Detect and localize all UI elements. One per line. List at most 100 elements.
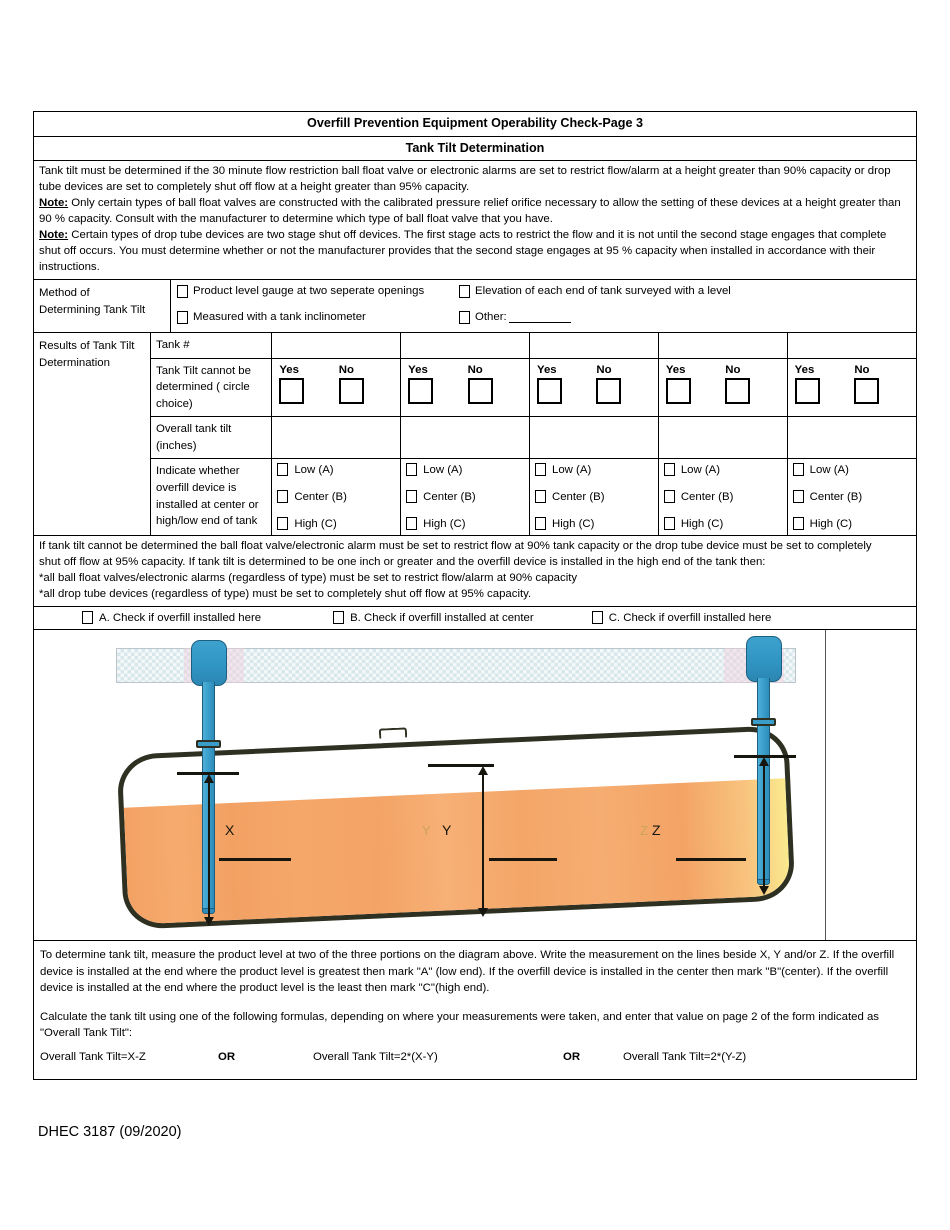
checkbox-high-2[interactable]	[406, 517, 418, 531]
yes-option-2[interactable]: Yes	[406, 364, 465, 407]
checkbox-yes-3[interactable]	[537, 377, 562, 404]
tank-tilt-form: Overfill Prevention Equipment Operabilit…	[33, 111, 917, 1081]
yes-option-3[interactable]: Yes	[535, 364, 594, 407]
checkbox-center-1[interactable]	[277, 490, 289, 504]
device-position-cell-5: Low (A) Center (B) High (C)	[786, 458, 916, 536]
write-line-z[interactable]	[676, 858, 746, 862]
method-section: Method of Determining Tank Tilt Product …	[34, 280, 916, 334]
measurement-tick-z	[734, 755, 796, 759]
overfill-location-c[interactable]: C. Check if overfill installed here	[591, 611, 772, 625]
checkbox-no-2[interactable]	[467, 377, 493, 404]
overfill-location-a[interactable]: A. Check if overfill installed here	[82, 611, 261, 625]
yes-option-4[interactable]: Yes	[664, 364, 723, 407]
device-option-low-2[interactable]: Low (A)	[406, 463, 525, 477]
overall-tilt-input-2[interactable]	[400, 416, 530, 460]
device-option-high-2[interactable]: High (C)	[406, 517, 525, 531]
device-option-center-3[interactable]: Center (B)	[535, 490, 654, 504]
checkbox-overfill-a[interactable]	[82, 611, 93, 625]
write-line-y[interactable]	[489, 858, 557, 862]
device-option-low-1[interactable]: Low (A)	[277, 463, 396, 477]
checkbox-high-3[interactable]	[535, 517, 546, 531]
no-option-4[interactable]: No	[723, 364, 782, 407]
device-option-center-5[interactable]: Center (B)	[792, 490, 912, 504]
checkbox-yes-4[interactable]	[665, 377, 691, 404]
checkbox-yes-2[interactable]	[408, 377, 434, 404]
method-option-row-1: Product level gauge at two seperate open…	[177, 285, 916, 299]
checkbox-overfill-c[interactable]	[591, 611, 603, 625]
device-position-cell-3: Low (A) Center (B) High (C)	[529, 458, 659, 536]
tank-number-input-4[interactable]	[657, 333, 788, 359]
write-line-x[interactable]	[219, 858, 291, 862]
overfill-location-b[interactable]: B. Check if overfill installed at center	[333, 611, 534, 625]
checkbox-no-3[interactable]	[596, 377, 622, 404]
device-option-center-4[interactable]: Center (B)	[663, 490, 783, 504]
tank-number-input-5[interactable]	[786, 333, 916, 359]
checkbox-elevation-survey[interactable]	[459, 285, 470, 299]
tank-number-input-3[interactable]	[529, 333, 659, 359]
checkbox-center-4[interactable]	[663, 490, 675, 504]
checkbox-center-5[interactable]	[792, 490, 804, 504]
device-option-high-4[interactable]: High (C)	[663, 517, 783, 531]
overall-tilt-input-5[interactable]	[786, 416, 916, 460]
no-option-2[interactable]: No	[466, 364, 525, 407]
device-option-low-5[interactable]: Low (A)	[792, 463, 912, 477]
method-label-line-1: Method of	[39, 287, 90, 300]
device-option-high-3[interactable]: High (C)	[535, 517, 654, 531]
overall-tilt-input-3[interactable]	[529, 416, 659, 460]
checkbox-low-2[interactable]	[406, 463, 418, 477]
method-option-label-4: Other:	[475, 311, 507, 324]
tank-number-input-2[interactable]	[400, 333, 530, 359]
device-option-center-2[interactable]: Center (B)	[406, 490, 525, 504]
other-fill-in-line[interactable]	[508, 311, 571, 324]
overall-tilt-input-1[interactable]	[271, 416, 402, 460]
checkbox-high-1[interactable]	[277, 517, 289, 531]
checkbox-no-5[interactable]	[854, 377, 880, 404]
method-option-elevation-survey[interactable]: Elevation of each end of tank surveyed w…	[459, 285, 731, 299]
checkbox-inclinometer[interactable]	[177, 311, 188, 325]
checkbox-other[interactable]	[459, 311, 470, 325]
overall-tilt-input-4[interactable]	[657, 416, 788, 460]
checkbox-low-3[interactable]	[535, 463, 546, 477]
diagram-label-z: Z	[652, 822, 661, 839]
method-option-label-3: Measured with a tank inclinometer	[193, 311, 366, 324]
device-option-low-3[interactable]: Low (A)	[535, 463, 654, 477]
no-option-1[interactable]: No	[337, 364, 396, 407]
yes-option-5[interactable]: Yes	[793, 364, 853, 407]
checkbox-low-1[interactable]	[277, 463, 289, 477]
yesno-cell-1: Yes No	[271, 357, 402, 418]
device-option-high-1[interactable]: High (C)	[277, 517, 396, 531]
row-label-indicate-position: Indicate whether overfill device is inst…	[151, 458, 273, 536]
table-row-overall-tilt: Overall tank tilt (inches)	[151, 416, 916, 460]
device-option-low-4[interactable]: Low (A)	[663, 463, 783, 477]
tank-number-input-1[interactable]	[271, 333, 402, 359]
checkbox-no-4[interactable]	[725, 377, 751, 404]
yes-option-1[interactable]: Yes	[277, 364, 336, 407]
device-option-center-1[interactable]: Center (B)	[277, 490, 396, 504]
device-label-low-3: Low (A)	[552, 463, 592, 476]
checkbox-high-4[interactable]	[663, 517, 675, 531]
checkbox-overfill-b[interactable]	[333, 611, 345, 625]
checkbox-yes-1[interactable]	[279, 377, 305, 404]
checkbox-no-1[interactable]	[338, 377, 364, 404]
device-option-high-5[interactable]: High (C)	[792, 517, 912, 531]
overfill-label-c: C. Check if overfill installed here	[608, 611, 772, 624]
checkbox-center-3[interactable]	[535, 490, 546, 504]
no-option-5[interactable]: No	[852, 364, 912, 407]
checkbox-low-5[interactable]	[792, 463, 804, 477]
diagram-label-y: Y	[442, 822, 452, 839]
method-option-inclinometer[interactable]: Measured with a tank inclinometer	[177, 311, 459, 325]
checkbox-product-level-gauge[interactable]	[177, 285, 188, 299]
instructions-paragraph-1: To determine tank tilt, measure the prod…	[40, 949, 895, 994]
diagram-right-divider	[825, 630, 826, 941]
row-label-overall-tilt: Overall tank tilt (inches)	[151, 416, 273, 460]
no-option-3[interactable]: No	[594, 364, 653, 407]
method-option-product-level-gauge[interactable]: Product level gauge at two seperate open…	[177, 285, 459, 299]
checkbox-high-5[interactable]	[792, 517, 804, 531]
checkbox-low-4[interactable]	[663, 463, 675, 477]
checkbox-yes-5[interactable]	[794, 377, 820, 404]
method-option-label-2: Elevation of each end of tank surveyed w…	[475, 285, 731, 298]
method-option-other[interactable]: Other:	[459, 311, 571, 325]
measurement-arrowhead-up-x	[204, 774, 214, 784]
checkbox-center-2[interactable]	[406, 490, 418, 504]
tilt-rule-line-4: *all drop tube devices (regardless of ty…	[39, 588, 532, 601]
